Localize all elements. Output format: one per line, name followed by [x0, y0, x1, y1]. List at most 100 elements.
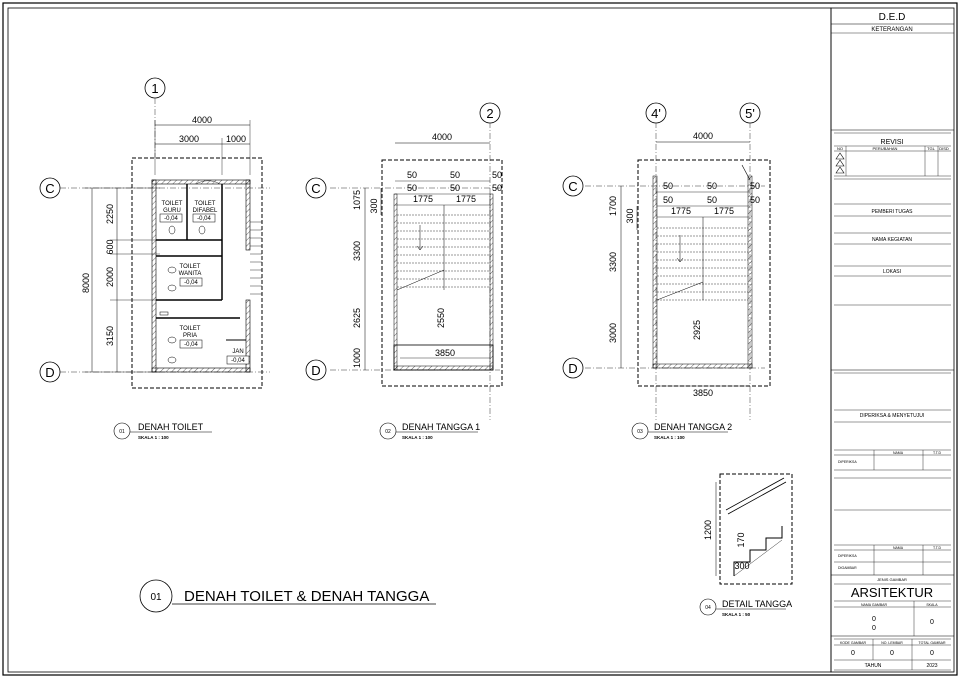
toilet-dim-2250: 2250 [105, 204, 115, 224]
stair1-grid-bubble-c [305, 177, 327, 199]
grid-bubble-5 [739, 102, 761, 124]
grid-label-4: 4' [651, 106, 661, 121]
stair1-dim-300: 300 [369, 198, 379, 213]
lokasi-label: LOKASI [883, 269, 901, 275]
toilet-dim-600: 600 [105, 239, 115, 254]
detail-dim-170: 170 [736, 532, 746, 547]
room-toilet-difabel-2: DIFABEL [193, 208, 218, 214]
toilet-label-scale: SKALA 1 : 100 [138, 435, 169, 440]
revisi-label: REVISI [881, 139, 904, 146]
room-toilet-guru: TOILET [162, 201, 183, 207]
level-mark-4: -0,04 [184, 342, 198, 348]
room-toilet-pria: TOILET [180, 326, 201, 332]
stair1-label-scale: SKALA 1 : 100 [402, 435, 433, 440]
nama-gambar-value-1: 0 [872, 616, 876, 623]
stair2-dim-3300: 3300 [608, 252, 618, 272]
jenis-gambar-value: ARSITEKTUR [851, 585, 933, 600]
stair2-dim-4000: 4000 [693, 131, 713, 141]
room-toilet-pria-2: PRIA [183, 333, 197, 339]
toilet-dim-3150: 3150 [105, 326, 115, 346]
stair2-dim-50-b: 50 [707, 181, 717, 191]
toilet-dim-3000: 3000 [179, 134, 199, 144]
stair2-dim-50-f: 50 [750, 195, 760, 205]
no-lembar-label: NO. LEMBAR [881, 641, 903, 645]
stair2-grid-label-d: D [568, 361, 577, 376]
grid-label-5: 5' [745, 106, 755, 121]
ttd-nama-1: NAMA [893, 451, 904, 455]
grid-bubble-d [39, 361, 61, 383]
title-block: D.E.D KETERANGAN REVISI NO PERUBAHAN TGL… [830, 7, 955, 673]
tahun-label: TAHUN [865, 663, 882, 669]
stair1-boundary [381, 159, 503, 387]
grid-label-1: 1 [151, 81, 158, 96]
stair2-dim-50-e: 50 [707, 195, 717, 205]
stair1-dim-50-a: 50 [407, 170, 417, 180]
diperiksa-label: DIPERIKSA [838, 460, 857, 464]
stair1-label-num: 02 [385, 429, 391, 435]
stair2-plan: 4' 5' C D 4000 50 50 50 50 50 50 1775 17… [562, 102, 771, 440]
ttd-ttd-2: T.T.D [933, 546, 941, 550]
nama-gambar-value-2: 0 [872, 625, 876, 632]
stair2-dim-1700: 1700 [608, 196, 618, 216]
stair1-grid-label-d: D [311, 363, 320, 378]
detail-boundary [719, 473, 793, 585]
stair1-dim-2550: 2550 [436, 308, 446, 328]
stair2-dim-2925: 2925 [692, 320, 702, 340]
total-gambar-label: TOTAL GAMBAR [919, 641, 946, 645]
level-mark-5: -0,04 [231, 358, 245, 364]
stair1-dim-4000: 4000 [432, 132, 452, 142]
stair1-dim-2625: 2625 [352, 308, 362, 328]
room-toilet-wanita-2: WANITA [179, 271, 202, 277]
nama-kegiatan-label: NAMA KEGIATAN [872, 237, 912, 243]
keterangan-label: KETERANGAN [871, 27, 912, 33]
pemberi-tugas-label: PEMBERI TUGAS [871, 209, 913, 215]
toilet-plan: 1 C D 4000 3000 1000 8000 2250 600 2000 … [39, 77, 270, 440]
toilet-dim-1000: 1000 [226, 134, 246, 144]
toilet-label-num: 01 [119, 429, 125, 435]
revisi-no: NO [837, 146, 843, 151]
main-title-bubble [139, 579, 173, 613]
detail-label-num: 04 [705, 605, 711, 611]
jenis-gambar-label: JENIS GAMBAR [877, 577, 907, 582]
stair2-grid-label-c: C [568, 179, 577, 194]
grid-label-2: 2 [486, 106, 493, 121]
tahun-value: 2023 [926, 663, 937, 669]
room-toilet-guru-2: GURU [163, 208, 181, 214]
stair1-plan: 2 C D 4000 50 50 50 50 50 50 1775 1775 1… [305, 102, 503, 440]
toilet-label-bubble [113, 422, 131, 440]
kode-gambar-label: KODE GAMBAR [840, 641, 867, 645]
toilet-dim-8000: 8000 [81, 273, 91, 293]
sheet-border-inner [7, 7, 832, 673]
stair1-dim-1775-b: 1775 [456, 194, 476, 204]
skala-label: SKALA [926, 603, 938, 607]
stair2-dim-1775-a: 1775 [671, 206, 691, 216]
grid-bubble-4 [645, 102, 667, 124]
detail-dim-1200: 1200 [703, 520, 713, 540]
grid-bubble-2 [479, 102, 501, 124]
total-gambar-value: 0 [930, 650, 934, 657]
stair1-label-bubble [379, 422, 397, 440]
grid-label-d: D [45, 365, 54, 380]
detail-dim-300: 300 [734, 561, 749, 571]
stair1-dim-50-f: 50 [492, 183, 502, 193]
toilet-label-title: DENAH TOILET [138, 422, 204, 432]
stair1-dim-1000: 1000 [352, 348, 362, 368]
toilet-dim-2000: 2000 [105, 267, 115, 287]
stair2-label-num: 03 [637, 429, 643, 435]
nama-gambar-label: NAMA GAMBAR [861, 603, 888, 607]
stair1-dim-3300: 3300 [352, 241, 362, 261]
revisi-perubahan: PERUBAHAN [873, 146, 898, 151]
stair2-dim-50-a: 50 [663, 181, 673, 191]
skala-value: 0 [930, 619, 934, 626]
level-mark-2: -0,04 [197, 216, 211, 222]
room-toilet-difabel: TOILET [195, 201, 216, 207]
diperiksa-label-2: DIPERIKSA [838, 554, 857, 558]
room-toilet-wanita: TOILET [180, 264, 201, 270]
revisi-disd: DISD [939, 146, 949, 151]
stair1-dim-1775-a: 1775 [413, 194, 433, 204]
stair2-grid-bubble-d [562, 357, 584, 379]
main-title-text: DENAH TOILET & DENAH TANGGA [184, 588, 429, 605]
grid-bubble-c [39, 177, 61, 199]
room-jan: JAN [232, 349, 243, 355]
